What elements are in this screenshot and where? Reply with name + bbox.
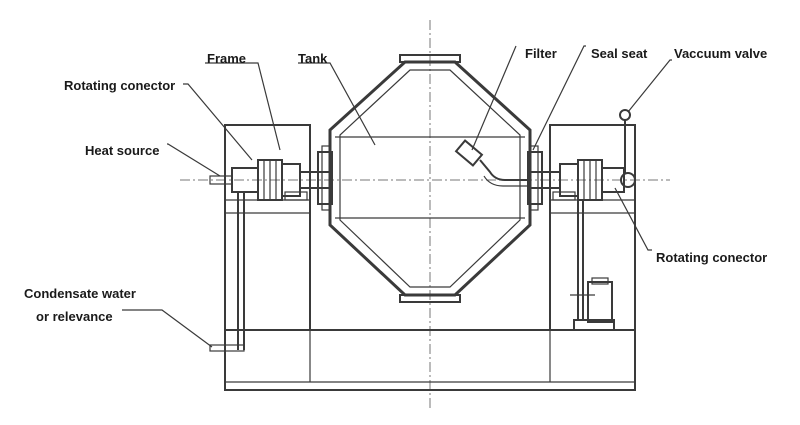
label-rotating-connector-right: Rotating conector	[656, 250, 767, 265]
label-condensate-line2: or relevance	[36, 309, 113, 324]
label-vacuum-valve: Vaccuum valve	[674, 46, 767, 61]
vacuum-valve	[619, 109, 631, 173]
leader-lines	[122, 45, 672, 348]
label-tank: Tank	[298, 51, 328, 66]
condensate-pipe	[209, 192, 245, 352]
label-heat-source: Heat source	[85, 143, 159, 158]
label-seal-seat: Seal seat	[591, 46, 648, 61]
base	[224, 329, 636, 391]
label-filter: Filter	[525, 46, 557, 61]
label-rotating-connector-left: Rotating conector	[64, 78, 175, 93]
right-frame	[549, 124, 636, 331]
right-shaft-assembly	[527, 145, 636, 211]
label-condensate-line1: Condensate water	[24, 286, 136, 301]
label-frame: Frame	[207, 51, 246, 66]
left-shaft-assembly	[209, 145, 333, 211]
filter-pipe	[454, 139, 530, 187]
drive-unit	[570, 200, 615, 331]
